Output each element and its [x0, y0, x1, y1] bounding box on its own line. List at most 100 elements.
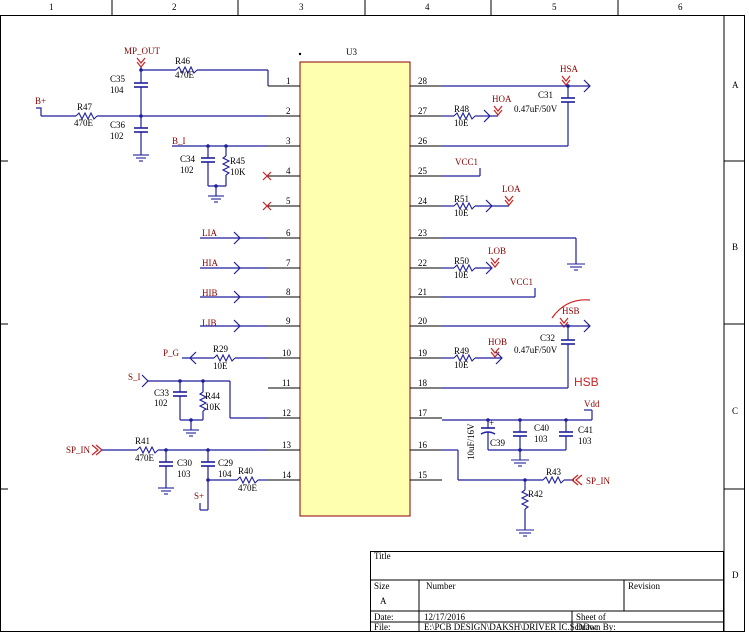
- r42-ref: R42: [528, 489, 543, 499]
- net-loa: LOA: [502, 184, 521, 194]
- net-hib: HIB: [202, 288, 218, 298]
- pin-21: 21: [418, 287, 427, 297]
- pin-10: 10: [282, 348, 292, 358]
- net-mp-out: MP_OUT: [124, 46, 161, 56]
- net-hsb: HSB: [562, 306, 580, 316]
- r40-val: 470E: [238, 483, 258, 493]
- p-g-net: P_G R29 10E: [163, 344, 268, 371]
- date-label: Date:: [374, 612, 394, 622]
- net-hia: HIA: [202, 258, 218, 268]
- r29-val: 10E: [213, 361, 228, 371]
- size-value: A: [380, 596, 387, 606]
- c32-ref: C32: [540, 333, 555, 343]
- pin-24: 24: [418, 196, 428, 206]
- title-label: Title: [374, 551, 391, 561]
- capacitor-c35: C35 104: [110, 70, 148, 116]
- date-value: 12/17/2016: [424, 612, 466, 622]
- r47-val: 470E: [74, 118, 94, 128]
- col-label-3: 3: [299, 2, 304, 12]
- net-b-i: B_I: [172, 136, 186, 146]
- r45-ref: R45: [230, 156, 246, 166]
- pin-5: 5: [286, 196, 291, 206]
- pin-17: 17: [418, 408, 428, 418]
- net-p-g: P_G: [163, 348, 180, 358]
- net-lia: LIA: [202, 228, 217, 238]
- sp-in-left-net: SP_IN R41 470E C30 103 C29 104 R40 470E …: [66, 436, 268, 511]
- r44-val: 10K: [205, 402, 221, 412]
- pin-23: 23: [418, 228, 428, 238]
- mp-out-net: MP_OUT R46 470E: [124, 46, 269, 86]
- hsb-net: HSB C32 0.47uF/50V HSB: [442, 299, 599, 389]
- lob-net: R50 10E LOB: [442, 246, 506, 280]
- net-s-plus: S+: [194, 491, 204, 501]
- pin-16: 16: [418, 440, 428, 450]
- row-label-c: C: [732, 406, 738, 416]
- c31-val: 0.47uF/50V: [514, 104, 558, 114]
- c29-val: 104: [218, 469, 232, 479]
- c35-val: 104: [110, 85, 124, 95]
- net-sp-in-right: SP_IN: [586, 476, 611, 486]
- pin-6: 6: [286, 228, 291, 238]
- c29-ref: C29: [218, 458, 234, 468]
- pin23-ground: [442, 237, 585, 271]
- col-label-6: 6: [678, 2, 683, 12]
- pin-1: 1: [286, 76, 291, 86]
- hsb-annotation: HSB: [574, 375, 599, 389]
- pin-9: 9: [286, 316, 291, 326]
- pin-27: 27: [418, 106, 428, 116]
- s-i-net: S_I C33 102 R44 10K: [128, 372, 268, 437]
- c34-val: 102: [180, 165, 194, 175]
- r46-val: 470E: [175, 70, 195, 80]
- hsa-net: HSA C31 0.47uF/50V: [442, 64, 591, 147]
- row-label-d: D: [732, 570, 739, 580]
- pin-7: 7: [286, 258, 291, 268]
- r50-val: 10E: [454, 270, 469, 280]
- r50-ref: R50: [454, 256, 470, 266]
- c34-ref: C34: [180, 154, 196, 164]
- c33-val: 102: [154, 398, 168, 408]
- c32-val: 0.47uF/50V: [514, 345, 558, 355]
- size-label: Size: [374, 581, 390, 591]
- sp-in-right-net: R43 SP_IN R42: [442, 449, 611, 537]
- c39-ref: C39: [490, 438, 506, 448]
- r46-ref: R46: [175, 56, 191, 66]
- r45-val: 10K: [230, 167, 246, 177]
- c41-ref: C41: [578, 425, 593, 435]
- pin-19: 19: [418, 348, 428, 358]
- ic-left-pins: [268, 85, 300, 481]
- pin-20: 20: [418, 316, 428, 326]
- ic-left-pin-numbers: 1 2 3 4 5 6 7 8 9 10 11 12 13 14: [282, 76, 292, 480]
- no-connect-markers: [262, 171, 272, 211]
- net-sp-in: SP_IN: [66, 445, 91, 455]
- loa-net: R51 10E LOA: [442, 184, 521, 218]
- net-vcc1-b: VCC1: [510, 277, 533, 287]
- c30-val: 103: [177, 469, 191, 479]
- r51-val: 10E: [454, 208, 469, 218]
- vcc1-top: VCC1: [442, 157, 481, 177]
- revision-label: Revision: [628, 581, 661, 591]
- net-s-i: S_I: [128, 372, 141, 382]
- input-nets: LIA HIA HIB LIB: [200, 228, 268, 333]
- col-label-1: 1: [49, 2, 54, 12]
- file-value: E:\PCB DESIGN\DAKSH\DRIVER IC.SchDoc: [424, 622, 598, 632]
- ic-u3[interactable]: U3: [298, 47, 411, 517]
- ic-ref: U3: [346, 47, 357, 57]
- c40-val: 103: [534, 434, 548, 444]
- r47-ref: R47: [77, 102, 93, 112]
- col-label-2: 2: [172, 2, 177, 12]
- drawn-by-label: Drawn By:: [576, 622, 616, 632]
- r40-ref: R40: [238, 466, 254, 476]
- row-label-b: B: [732, 242, 738, 252]
- net-vcc1-a: VCC1: [455, 157, 478, 167]
- sheet-label: Sheet of: [576, 612, 606, 622]
- r48-ref: R48: [454, 104, 470, 114]
- c31-ref: C31: [538, 90, 553, 100]
- hoa-net: R48 10E HOA: [442, 94, 512, 128]
- pin-3: 3: [286, 136, 291, 146]
- c36-val: 102: [110, 131, 124, 141]
- net-b-plus: B+: [35, 96, 46, 106]
- r41-ref: R41: [135, 436, 150, 446]
- net-hob: HOB: [488, 337, 507, 347]
- net-vdd: Vdd: [584, 399, 600, 409]
- pin-4: 4: [286, 166, 291, 176]
